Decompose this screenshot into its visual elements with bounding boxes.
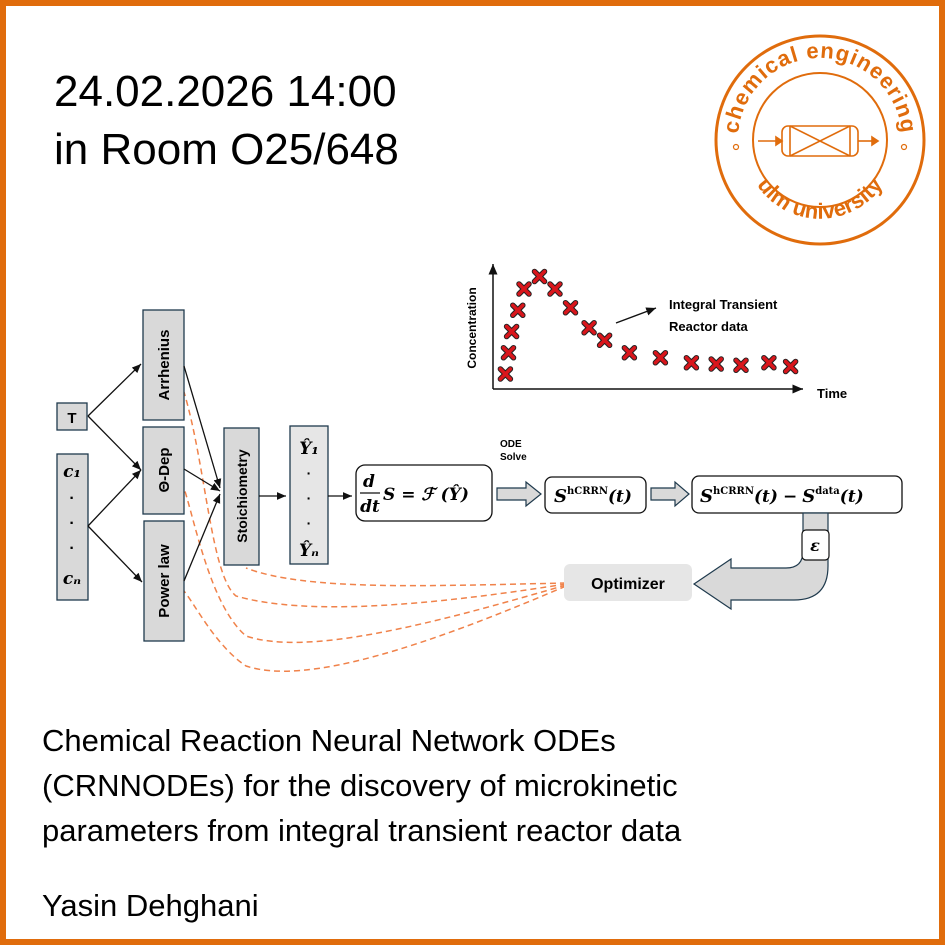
residual-box: ShCRRN(t)−Sdata(t): [691, 475, 903, 514]
data-point-marker: [500, 345, 517, 361]
speaker-name: Yasin Dehghani: [42, 888, 259, 923]
svg-text:·: ·: [69, 515, 74, 532]
annotation-line-1: Integral Transient: [669, 297, 778, 312]
data-point-marker: [581, 320, 597, 336]
event-location: in Room O25/648: [54, 125, 399, 174]
svg-text:Stoichiometry: Stoichiometry: [234, 449, 250, 543]
output-y-block: Ŷ₁ · · · Ŷₙ: [289, 425, 329, 565]
svg-text:c₁: c₁: [63, 462, 81, 482]
data-point-marker: [782, 358, 799, 375]
data-point-marker: [621, 345, 638, 361]
solution-box: ShCRRN(t): [544, 476, 647, 514]
data-point-marker: [761, 355, 777, 371]
reactor-icon: [758, 125, 880, 157]
data-point-marker: [708, 356, 724, 372]
logo-dot-right: [900, 143, 908, 151]
svg-text:Ŷₙ: Ŷₙ: [299, 540, 319, 561]
power-law-block: Power law: [143, 520, 185, 642]
error-feedback-arrow: [692, 512, 829, 611]
talk-title: Chemical Reaction Neural Network ODEs (C…: [42, 718, 681, 853]
svg-text:ShCRRN(t)−Sdata(t): ShCRRN(t)−Sdata(t): [700, 486, 864, 507]
optimizer-feedback-links: [183, 391, 567, 672]
talk-title-line-3: parameters from integral transient react…: [42, 813, 682, 848]
logo-dot-left: [732, 143, 740, 151]
rate-to-stoichiometry-arrows: [183, 365, 222, 582]
theta-dep-block: Θ-Dep: [142, 426, 185, 515]
data-point-marker: [531, 268, 548, 285]
data-point-marker: [497, 366, 514, 382]
talk-title-line-2: (CRNNODEs) for the discovery of microkin…: [42, 768, 678, 803]
svg-text:Power law: Power law: [156, 544, 173, 618]
data-point-marker: [683, 355, 700, 371]
data-point-marker: [733, 357, 749, 373]
input-arrows: [87, 363, 143, 583]
logo-inner-ring: [752, 72, 888, 208]
talk-title-line-1: Chemical Reaction Neural Network ODEs: [42, 723, 616, 758]
svg-text:S = ℱ (Ŷ): S = ℱ (Ŷ): [383, 484, 469, 505]
data-point-marker: [547, 281, 563, 297]
input-concentrations-box: c₁ · · · cₙ: [56, 453, 89, 601]
optimizer-block: Optimizer: [564, 564, 692, 601]
svg-text:Ŷ₁: Ŷ₁: [299, 438, 319, 459]
arrhenius-block: Arrhenius: [142, 309, 185, 421]
svg-text:·: ·: [69, 490, 74, 507]
svg-text:d: d: [363, 472, 375, 492]
ode-label: ODE: [500, 439, 522, 450]
svg-text:ε: ε: [810, 536, 820, 555]
feedback-link-stoichiometry: [245, 567, 567, 587]
concentration-time-plot: Concentration Time Integral Transient Re…: [465, 264, 847, 401]
data-point-marker: [516, 281, 532, 297]
data-point-marker: [562, 300, 579, 316]
svg-text:·: ·: [307, 515, 312, 531]
logo-outer-ring: [714, 34, 926, 246]
solve-label: Solve: [500, 452, 527, 463]
svg-text:·: ·: [307, 490, 312, 506]
annotation-line-2: Reactor data: [669, 319, 749, 334]
event-datetime: 24.02.2026 14:00: [54, 67, 397, 116]
compare-arrow: [650, 480, 690, 508]
error-box: ε: [801, 529, 830, 561]
svg-text:·: ·: [307, 465, 312, 481]
svg-text:cₙ: cₙ: [63, 569, 81, 589]
svg-text:Arrhenius: Arrhenius: [156, 330, 173, 401]
ode-solve-arrow: [496, 480, 542, 508]
chemical-engineering-ulm-logo: chemical engineering ulm university: [714, 34, 926, 246]
data-point-marker: [596, 332, 613, 348]
svg-text:Optimizer: Optimizer: [591, 576, 665, 593]
feedback-link-power-law: [183, 585, 567, 672]
data-point-marker: [503, 323, 520, 340]
annotation-arrow: [615, 307, 657, 324]
feedback-link-theta-dep: [183, 487, 567, 644]
feedback-link-arrhenius: [183, 391, 567, 608]
data-point-marker: [652, 350, 669, 366]
svg-text:dt: dt: [360, 497, 380, 517]
input-t-box: T: [56, 402, 88, 431]
svg-text:·: ·: [69, 540, 74, 557]
y-axis-label: Concentration: [465, 287, 479, 368]
x-axis-label: Time: [817, 386, 847, 401]
svg-text:ShCRRN(t): ShCRRN(t): [554, 486, 632, 507]
ode-equation-box: d dt S = ℱ (Ŷ): [355, 464, 493, 522]
svg-text:Θ-Dep: Θ-Dep: [156, 448, 173, 493]
stoichiometry-block: Stoichiometry: [223, 427, 260, 566]
crnn-ode-diagram: Concentration Time Integral Transient Re…: [56, 264, 903, 672]
data-point-marker: [510, 302, 526, 318]
svg-text:T: T: [67, 410, 76, 427]
